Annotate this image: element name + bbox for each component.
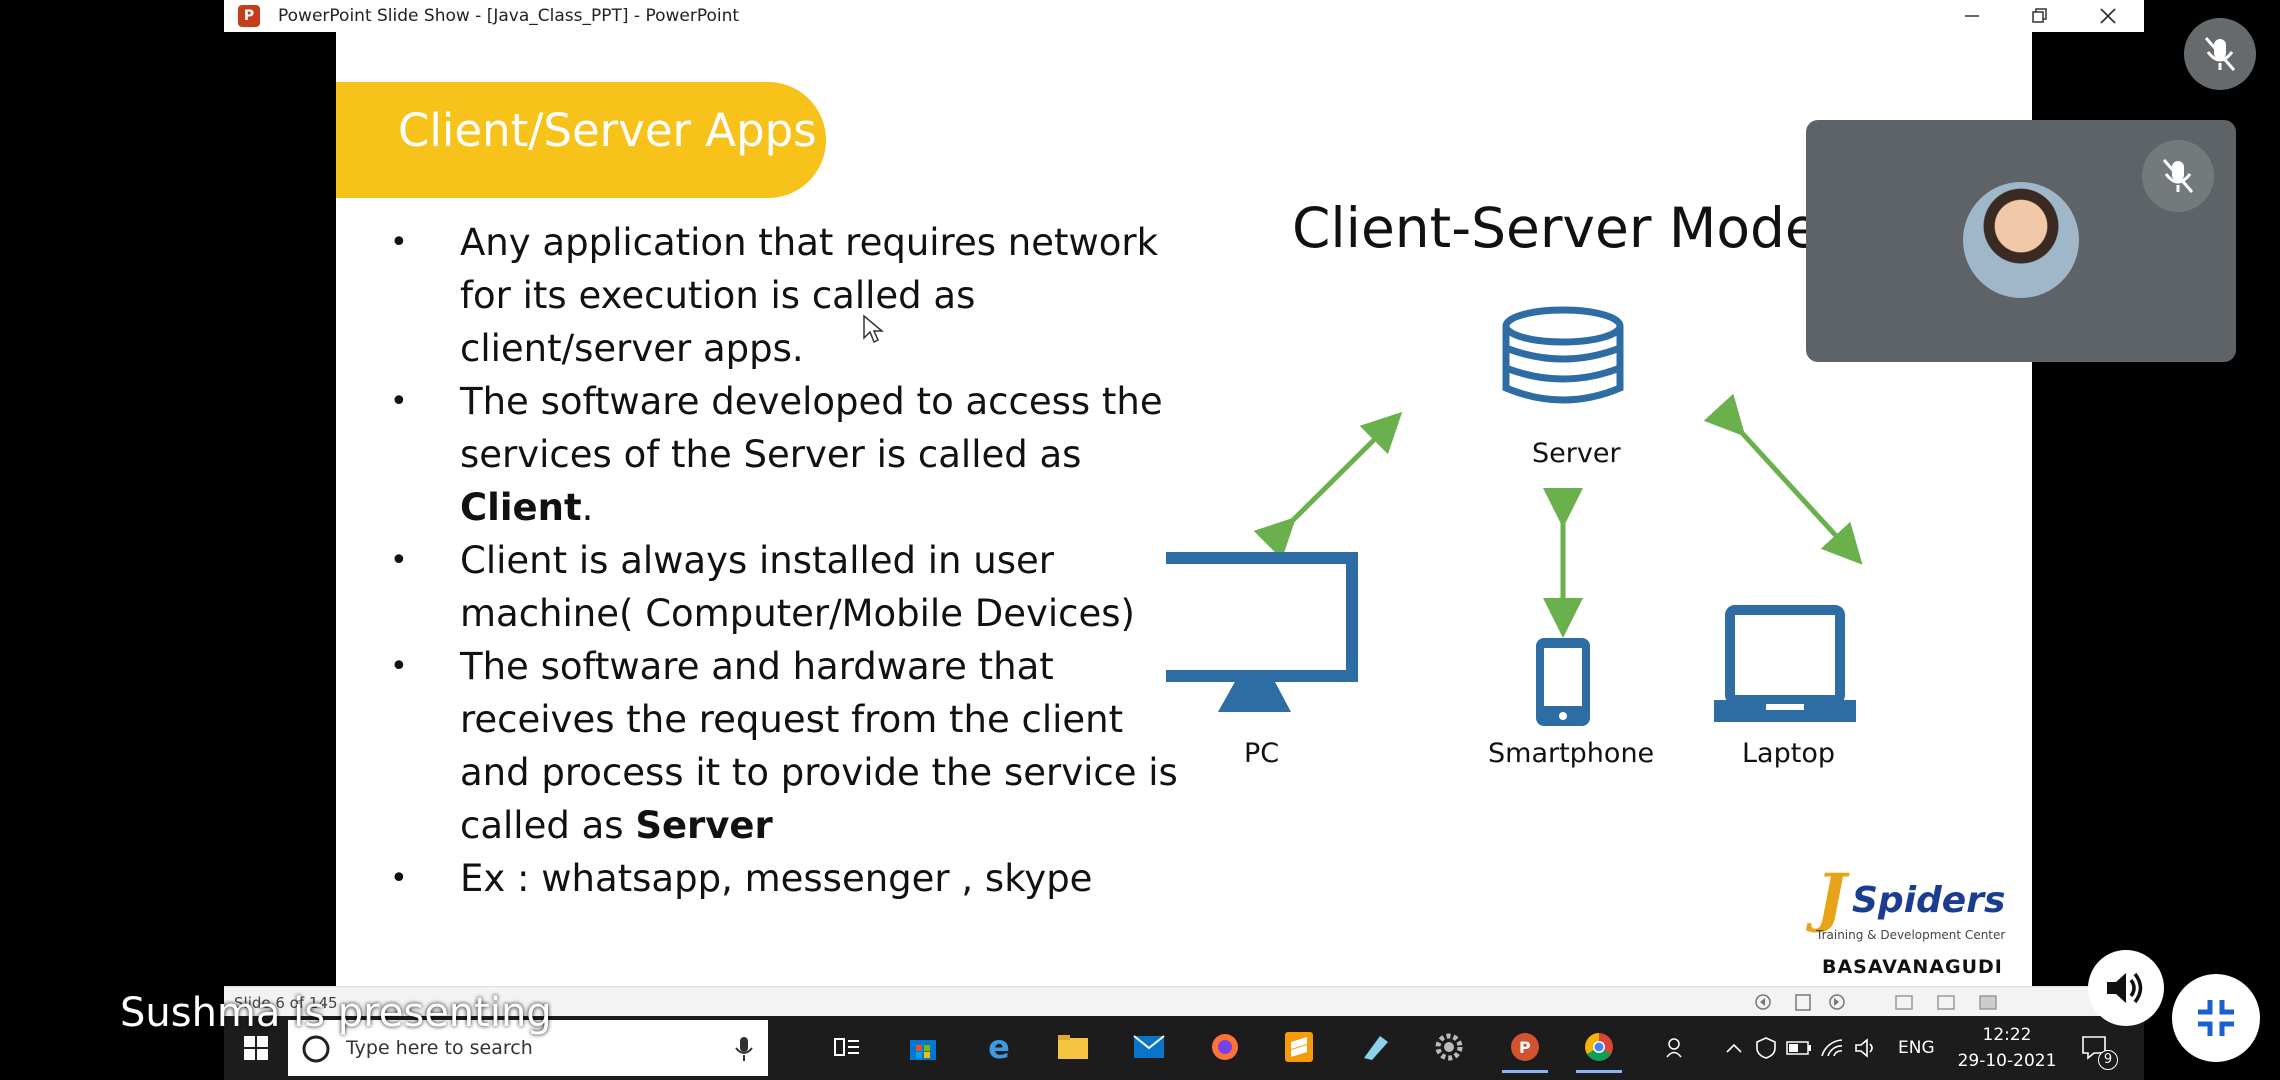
smartphone-label: Smartphone <box>1488 738 1655 769</box>
close-button[interactable] <box>2074 0 2142 32</box>
powerpoint-taskbar-icon[interactable]: P <box>1502 1024 1548 1073</box>
svg-text:P: P <box>1519 1038 1531 1057</box>
notification-count: 9 <box>2098 1050 2118 1070</box>
file-explorer-icon[interactable] <box>1050 1024 1096 1070</box>
time: 12:22 <box>1982 1025 2032 1045</box>
speaker-icon <box>2107 972 2143 1004</box>
close-icon <box>2100 8 2116 24</box>
bullet-list: Any application that requires network fo… <box>386 216 1186 905</box>
laptop-label: Laptop <box>1742 738 1835 769</box>
laptop-icon <box>1714 605 1856 722</box>
wifi-icon[interactable] <box>1820 1016 1844 1080</box>
settings-icon[interactable] <box>1426 1024 1472 1070</box>
slide-title: Client/Server Apps <box>398 104 817 157</box>
mic-off-icon <box>2204 37 2236 71</box>
arrow-pc-server <box>1253 411 1403 560</box>
title-bar: P PowerPoint Slide Show - [Java_Class_PP… <box>224 0 2144 32</box>
mouse-cursor-icon <box>863 314 884 344</box>
people-icon[interactable] <box>1666 1016 1688 1080</box>
chevron-up-icon[interactable] <box>1726 1016 1742 1080</box>
presenting-banner: Sushma is presenting <box>120 990 552 1036</box>
chrome-icon[interactable] <box>1576 1024 1622 1073</box>
bullet-item: Ex : whatsapp, messenger , skype <box>386 852 1186 905</box>
microphone-icon <box>735 1037 753 1061</box>
notification-center[interactable]: 9 <box>2080 1016 2118 1080</box>
logo-location: BASAVANAGUDI <box>1822 956 2003 978</box>
taskbar-search[interactable]: Type here to search <box>288 1020 768 1076</box>
participant-tile[interactable] <box>1806 120 2236 362</box>
diagram-title: Client-Server Model <box>1292 196 1835 260</box>
restore-icon <box>2032 8 2047 23</box>
slide: Client/Server Apps Any application that … <box>336 32 2032 986</box>
search-placeholder: Type here to search <box>346 1037 533 1059</box>
notepad-icon[interactable] <box>1352 1024 1398 1070</box>
view-controls[interactable] <box>1754 993 2054 1013</box>
server-label: Server <box>1532 438 1621 469</box>
slide-counter: Slide 6 of 145 <box>234 994 338 1012</box>
diagram-graphics <box>1150 306 1863 726</box>
windows-logo-icon <box>244 1036 268 1060</box>
minimize-button[interactable] <box>1938 0 2006 32</box>
pc-label: PC <box>1244 738 1280 769</box>
battery-icon[interactable] <box>1786 1016 1812 1080</box>
clock[interactable]: 12:22 29-10-2021 <box>1952 1022 2062 1074</box>
monitor-icon <box>1150 552 1358 712</box>
store-icon[interactable] <box>900 1024 946 1070</box>
avatar <box>1963 182 2079 298</box>
date: 29-10-2021 <box>1957 1051 2057 1071</box>
jspiders-logo: J Spiders Training & Development Center … <box>1816 860 2006 978</box>
security-icon[interactable] <box>1756 1016 1776 1080</box>
powerpoint-icon: P <box>238 5 260 27</box>
participant-mute-indicator <box>2142 140 2214 212</box>
firefox-icon[interactable] <box>1202 1024 1248 1070</box>
bullet-item: The software developed to access the ser… <box>386 375 1186 534</box>
start-button[interactable] <box>224 1016 288 1080</box>
windows-taskbar: Type here to search e P ENG 12:22 29-10-… <box>224 1016 2144 1080</box>
mic-off-icon <box>2162 159 2194 193</box>
client-server-diagram: Server PC Smartphone Laptop <box>1150 288 1896 808</box>
restore-button[interactable] <box>2006 0 2074 32</box>
mail-icon[interactable] <box>1126 1024 1172 1070</box>
volume-button[interactable] <box>2088 950 2164 1026</box>
title-banner <box>336 82 826 198</box>
arrow-server-laptop <box>1703 393 1863 565</box>
language-indicator[interactable]: ENG <box>1898 1038 1935 1058</box>
exit-fullscreen-button[interactable] <box>2172 974 2260 1062</box>
database-icon <box>1502 306 1624 404</box>
window-title: PowerPoint Slide Show - [Java_Class_PPT]… <box>278 6 740 26</box>
collapse-icon <box>2198 1000 2234 1036</box>
powerpoint-window: P PowerPoint Slide Show - [Java_Class_PP… <box>224 0 2144 1080</box>
edge-icon[interactable]: e <box>988 1028 1010 1066</box>
smartphone-icon <box>1536 638 1590 726</box>
sublime-icon[interactable] <box>1276 1024 1322 1070</box>
task-view-icon[interactable] <box>824 1024 870 1070</box>
minimize-icon <box>1965 15 1979 17</box>
cortana-icon <box>302 1035 330 1063</box>
volume-icon[interactable] <box>1854 1016 1878 1080</box>
status-bar: Slide 6 of 145 <box>224 986 2144 1017</box>
bullet-item: The software and hardware that receives … <box>386 640 1186 852</box>
mic-muted-button[interactable] <box>2184 18 2256 90</box>
bullet-item: Client is always installed in user machi… <box>386 534 1186 640</box>
notification-icon <box>2082 1036 2106 1060</box>
bullet-item: Any application that requires network fo… <box>386 216 1186 375</box>
